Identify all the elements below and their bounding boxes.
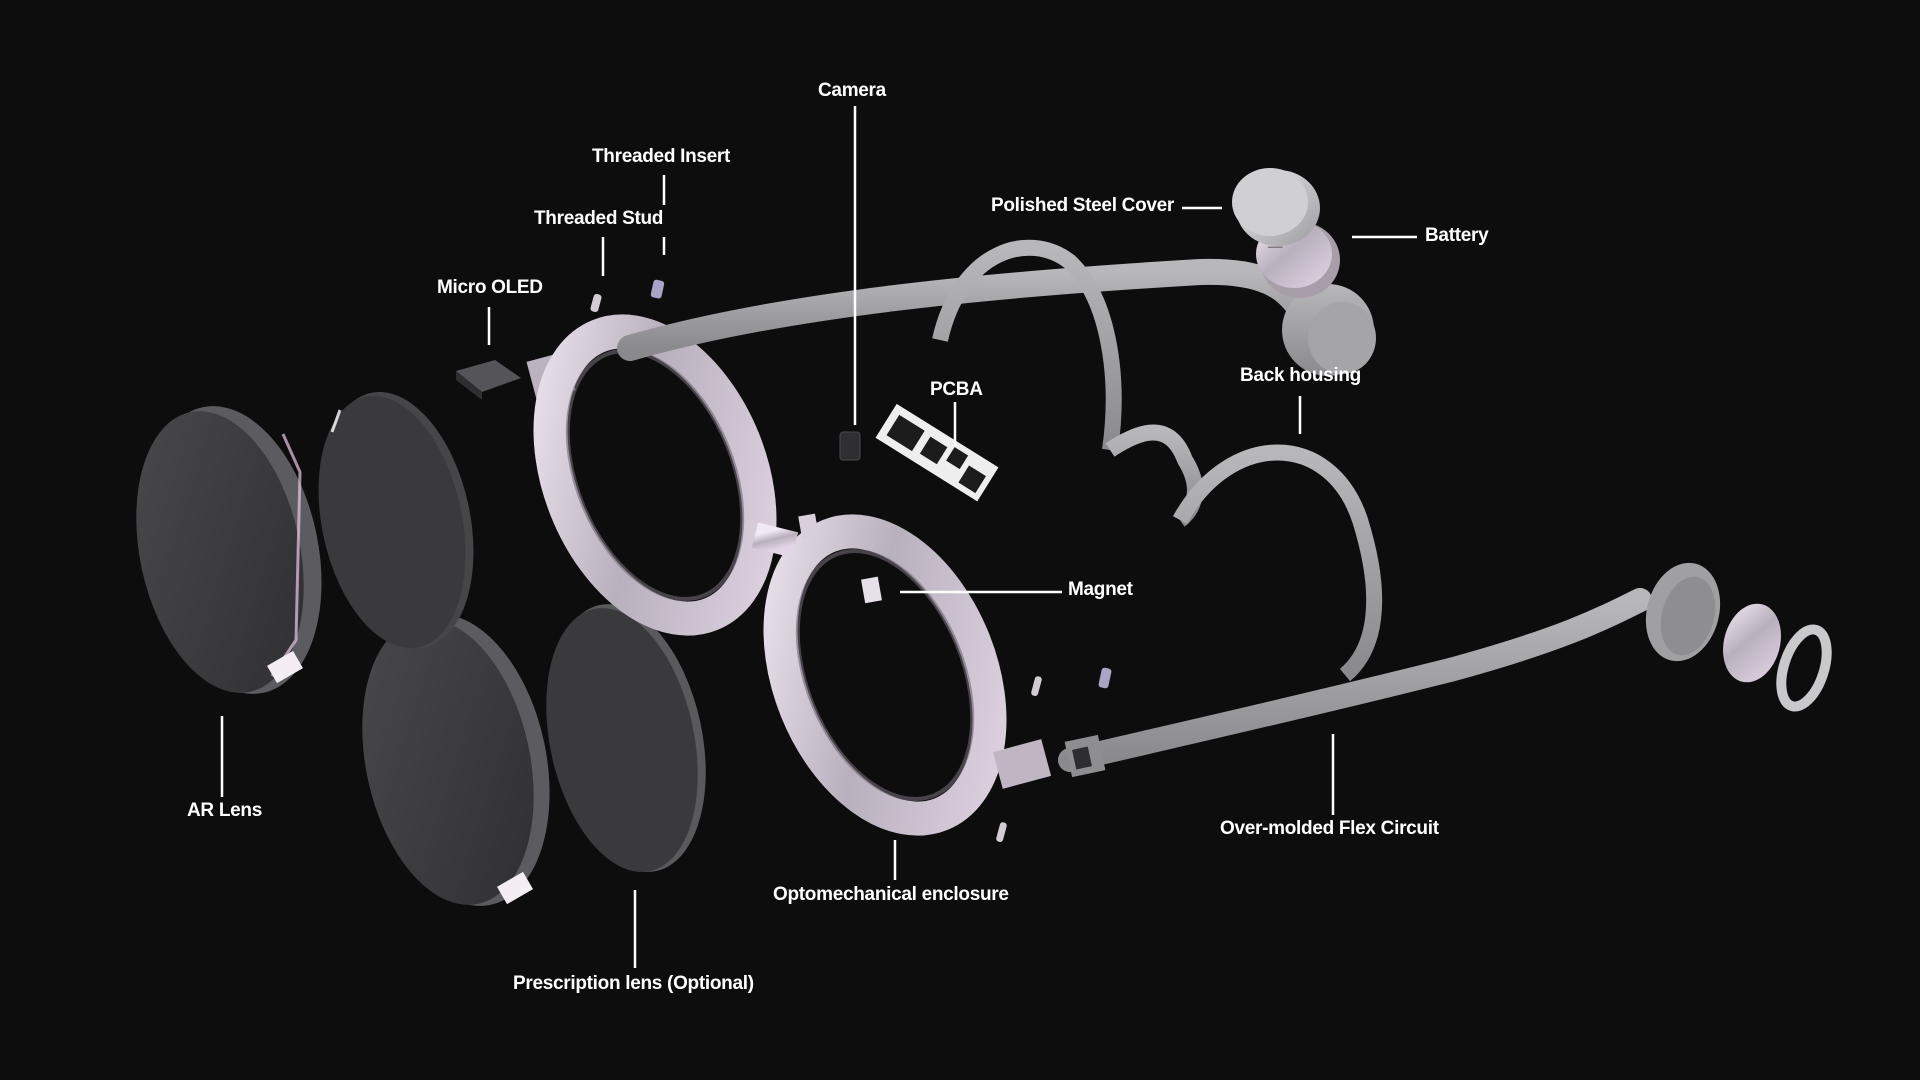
camera-part [839,431,861,461]
label-prescription-lens: Prescription lens (Optional) [513,973,754,994]
label-optomechanical-enclosure: Optomechanical enclosure [773,884,1009,905]
ar-lens-left-lower [362,614,550,906]
optomechanical-enclosure-frame [526,314,1052,836]
polished-steel-cover-part [1232,168,1320,246]
over-molded-flex-circuit-pod [1645,562,1832,712]
label-camera: Camera [818,80,886,101]
label-polished-steel-cover: Polished Steel Cover [991,195,1175,216]
prescription-lens-lower [546,604,706,872]
threaded-insert-part [650,279,665,299]
ar-lens-left-upper [136,406,322,694]
label-pcba: PCBA [930,379,983,400]
magnet-part [861,576,882,604]
label-battery: Battery [1425,225,1489,246]
label-micro-oled: Micro OLED [437,277,543,298]
prescription-lens-upper [318,391,474,649]
label-magnet: Magnet [1068,579,1133,600]
label-threaded-insert: Threaded Insert [592,146,731,167]
micro-oled-chip [456,360,521,400]
label-threaded-stud: Threaded Stud [534,208,664,229]
leader-lines [220,106,1417,968]
label-ar-lens: AR Lens [187,800,262,821]
threaded-stud-part [590,293,602,313]
pcba-board [875,403,999,502]
svg-text:━━━: ━━━ [1267,243,1283,252]
label-back-housing: Back housing [1240,365,1361,386]
over-molded-flex-circuit-arm [1058,588,1652,778]
label-over-molded-flex-circuit: Over-molded Flex Circuit [1220,818,1439,839]
back-housing-pod [1282,284,1376,376]
back-housing-frame [932,239,1383,682]
